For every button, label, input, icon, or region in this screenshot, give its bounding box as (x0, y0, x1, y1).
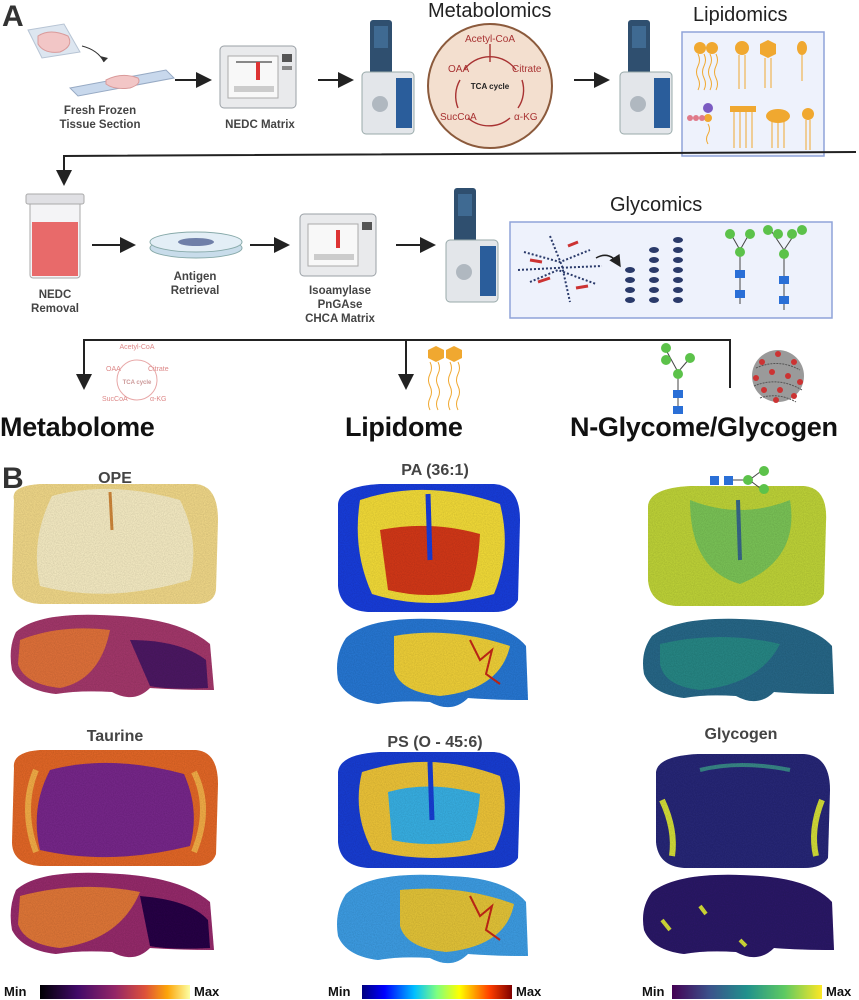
ps-coronal-map (338, 752, 520, 868)
jet-colorbar (362, 985, 512, 999)
inferno-colorbar (40, 985, 190, 999)
nedc-removal-line1: NEDC (38, 289, 72, 301)
ope-sagittal-map (10, 614, 214, 698)
glycan-structure-symbol (710, 466, 769, 494)
pa-sagittal-map (337, 618, 528, 708)
tca-succoa: SucCoA (440, 112, 477, 123)
pa-title: PA (36:1) (401, 462, 469, 479)
nedc-matrix-label: NEDC Matrix (225, 119, 295, 131)
ps-sagittal-map (337, 874, 528, 964)
faded-acetyl-coa: Acetyl-CoA (119, 344, 155, 351)
antigen-line1: Antigen (173, 271, 217, 283)
tissue-label-line1: Fresh Frozen (63, 105, 137, 117)
faded-tca-icon (116, 359, 158, 401)
jet-max-label: Max (516, 984, 542, 999)
lipidomics-box (681, 31, 825, 157)
tca-citrate: Citrate (512, 64, 542, 75)
ope-title: OPE (98, 470, 132, 487)
mass-spec-icon-2 (619, 20, 673, 135)
antigen-retrieval-label: Antigen Retrieval (150, 270, 240, 298)
metabolome-title: Metabolome (0, 412, 155, 442)
petri-dish-icon (149, 231, 243, 259)
faded-akg: α-KG (150, 396, 167, 403)
lipidomics-title: Lipidomics (693, 4, 788, 26)
viridis-min-label: Min (642, 984, 665, 999)
enzyme-matrix-label: Isoamylase PnGAse CHCA Matrix (290, 284, 390, 326)
nedc-removal-label: NEDC Removal (20, 288, 90, 316)
glycomics-box (509, 221, 833, 319)
panel-a-letter: A (2, 0, 24, 33)
enzyme-line1: Isoamylase (308, 285, 371, 297)
enzyme-line2: PnGAse (317, 299, 363, 311)
n-glycan-icon (661, 343, 695, 414)
inferno-max-label: Max (194, 984, 220, 999)
enzyme-line3: CHCA Matrix (305, 313, 375, 325)
sprayer-icon-2 (299, 213, 377, 277)
glycogen-sagittal-map (643, 874, 834, 958)
glycogen-title: Glycogen (704, 726, 778, 743)
faded-succoa: SucCoA (102, 396, 128, 403)
metabolomics-title: Metabolomics (428, 0, 552, 22)
nedc-removal-line2: Removal (31, 303, 79, 315)
viridis-max-label: Max (826, 984, 852, 999)
ps-title: PS (O - 45:6) (387, 734, 483, 751)
faded-oaa: OAA (106, 366, 121, 373)
tissue-label-line2: Tissue Section (59, 119, 141, 131)
tca-cycle-diagram (427, 23, 553, 149)
tissue-section-label: Fresh Frozen Tissue Section (40, 104, 160, 132)
n-glycome-glycogen-title: N-Glycome/Glycogen (570, 412, 838, 442)
beaker-icon (25, 193, 85, 279)
tca-center-label: TCA cycle (470, 82, 510, 91)
tca-akg: α-KG (514, 112, 538, 123)
glycomics-title: Glycomics (610, 194, 703, 216)
tca-acetyl-coa: Acetyl-CoA (464, 34, 515, 45)
phospholipid-icon (428, 346, 462, 411)
ope-coronal-map (12, 484, 218, 604)
taurine-coronal-map (12, 750, 218, 866)
antigen-line2: Retrieval (170, 285, 220, 297)
viridis-colorbar (672, 985, 822, 999)
mass-spec-icon-3 (445, 188, 499, 303)
lipidome-title: Lipidome (345, 412, 463, 442)
glycan-coronal-map (648, 486, 827, 606)
taurine-title: Taurine (86, 728, 144, 745)
taurine-sagittal-map (10, 872, 214, 958)
tissue-slide-illustration (27, 23, 176, 97)
faded-tca-center: TCA cycle (122, 380, 152, 386)
jet-min-label: Min (328, 984, 351, 999)
mass-spec-icon-1 (361, 20, 415, 135)
tca-oaa: OAA (448, 64, 470, 75)
inferno-min-label: Min (4, 984, 27, 999)
glycogen-coronal-map (656, 754, 830, 868)
pa-coronal-map (338, 484, 520, 612)
glycogen-particle-icon (752, 350, 804, 403)
sprayer-icon (219, 45, 297, 109)
glycan-sagittal-map (643, 618, 834, 702)
panel-b-letter: B (2, 462, 24, 495)
faded-citrate: Citrate (148, 366, 169, 373)
